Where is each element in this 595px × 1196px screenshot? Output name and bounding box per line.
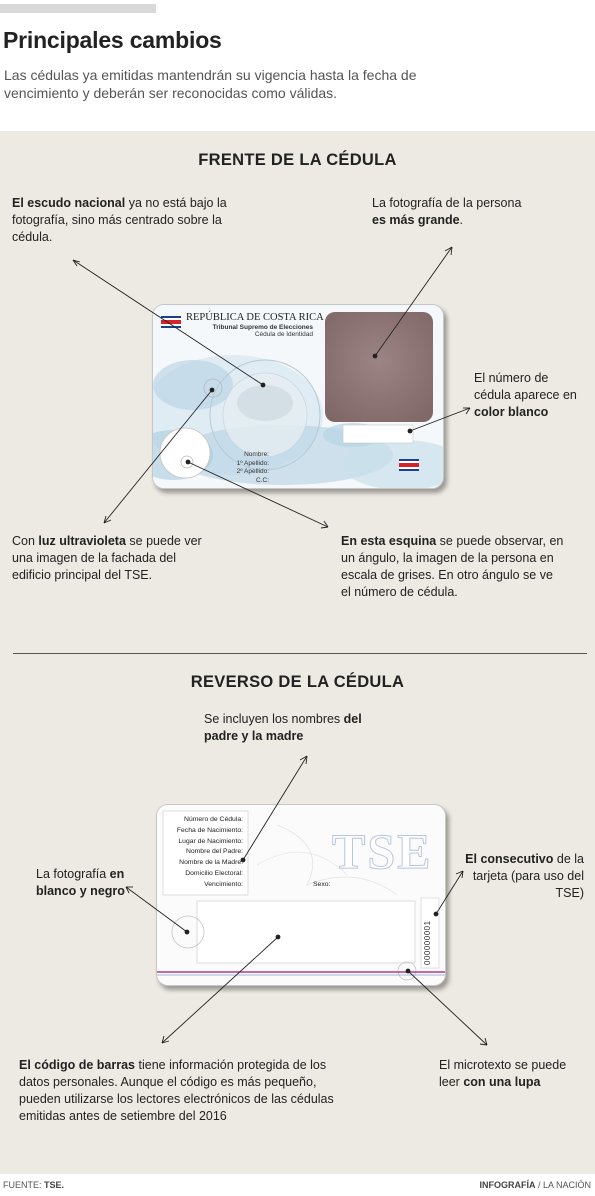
front-section-title: FRENTE DE LA CÉDULA <box>198 151 397 169</box>
note-foto-end: . <box>459 213 464 227</box>
card-field-apellido1: 1º Apellido: <box>236 459 269 467</box>
card-field-lugar-nac: Lugar de Nacimiento: <box>178 837 243 845</box>
note-foto-text: La fotografía de la persona <box>372 196 522 210</box>
note-escudo-text: ya no está bajo la fotografía, sino más … <box>12 196 227 244</box>
footer-credit-sep: / <box>535 1180 543 1190</box>
card-photo-placeholder <box>325 312 433 422</box>
footer-source: FUENTE: TSE. <box>3 1180 64 1190</box>
note-barras-bold: El código de barras <box>19 1058 136 1072</box>
card-republic-text: REPÚBLICA DE COSTA RICA <box>186 312 324 323</box>
note-micro: El microtexto se puede leer con una lupa <box>439 1057 569 1091</box>
note-barras: El código de barras tiene información pr… <box>19 1057 337 1125</box>
note-padres-text: Se incluyen los nombres <box>204 712 344 726</box>
note-barras-text: tiene información protegida de los datos… <box>19 1058 334 1123</box>
note-escudo-bold: El escudo nacional <box>12 196 126 210</box>
id-card-back: Número de Cédula: Fecha de Nacimiento: L… <box>156 804 446 986</box>
note-uv-bold: luz ultravioleta <box>38 534 126 548</box>
note-esquina: En esta esquina se puede observar, en un… <box>341 533 566 601</box>
note-numero-text: El número de cédula aparece en <box>474 371 577 402</box>
note-esquina-bold: En esta esquina <box>341 534 437 548</box>
note-consecutivo-bold: El consecutivo <box>465 852 554 866</box>
note-micro-text: El microtexto se puede leer <box>439 1058 567 1089</box>
note-foto-bn-text: La fotografía <box>36 867 110 881</box>
card-tribunal-text: Tribunal Supremo de Elecciones <box>212 324 313 331</box>
back-section-title: REVERSO DE LA CÉDULA <box>190 673 405 691</box>
card-type-text: Cédula de Identidad <box>254 331 313 338</box>
note-uv: Con luz ultravioleta se puede ver una im… <box>12 533 202 584</box>
card-field-cc: C.C: <box>256 476 269 484</box>
note-uv-end: se puede ver una imagen de la fachada de… <box>12 534 202 582</box>
card-serial-number: 000000001 <box>423 920 432 965</box>
note-foto-bold: es más grande <box>372 213 460 227</box>
note-numero: El número de cédula aparece en color bla… <box>474 370 586 421</box>
page-title: Principales cambios <box>3 27 222 53</box>
card-front-fields: Nombre: 1º Apellido: 2º Apellido: C.C: <box>193 451 269 485</box>
note-foto-bn: La fotografía en blanco y negro <box>36 866 131 900</box>
note-foto-bn-bold: en blanco y negro <box>36 867 125 898</box>
note-numero-bold: color blanco <box>474 405 549 419</box>
note-esquina-text: se puede observar, en un ángulo, la imag… <box>341 534 564 599</box>
note-escudo: El escudo nacional ya no está bajo la fo… <box>12 195 252 246</box>
card-field-sexo: Sexo: <box>313 881 331 888</box>
card-field-nombre: Nombre: <box>244 451 269 458</box>
card-field-padre: Nombre del Padre: <box>185 848 243 856</box>
note-consecutivo-text: de la tarjeta (para uso del TSE) <box>472 852 584 900</box>
card-field-numero: Número de Cédula: <box>184 816 243 823</box>
note-padres: Se incluyen los nombres del padre y la m… <box>204 711 374 745</box>
card-back-fields: Número de Cédula: Fecha de Nacimiento: L… <box>161 815 243 891</box>
id-card-front: REPÚBLICA DE COSTA RICA Tribunal Supremo… <box>152 304 444 489</box>
page-subtitle: Las cédulas ya emitidas mantendrán su vi… <box>4 67 417 101</box>
card-field-fecha-nac: Fecha de Nacimiento: <box>176 826 243 834</box>
card-field-domicilio: Domicilio Electoral: <box>185 869 243 877</box>
card-field-vencimiento: Vencimiento: <box>204 880 243 888</box>
footer-credit-bold: INFOGRAFÍA <box>479 1180 536 1190</box>
footer-credit: INFOGRAFÍA / LA NACIÓN <box>479 1180 591 1190</box>
top-decorative-bar <box>0 4 156 13</box>
note-uv-text: Con <box>12 534 39 548</box>
footer-source-value: TSE. <box>44 1180 65 1190</box>
footer-source-label: FUENTE: <box>3 1180 45 1190</box>
card-field-madre: Nombre de la Madre: <box>179 859 243 867</box>
footer-credit-rest: LA NACIÓN <box>542 1180 591 1190</box>
note-padres-bold: del padre y la madre <box>204 712 362 743</box>
section-divider <box>13 653 587 654</box>
note-consecutivo: El consecutivo de la tarjeta (para uso d… <box>462 851 584 902</box>
card-field-apellido2: 2º Apellido: <box>236 468 269 475</box>
note-foto: La fotografía de la persona es más grand… <box>372 195 532 229</box>
card-tse-watermark: TSE <box>332 823 433 880</box>
note-micro-bold: con una lupa <box>463 1075 541 1089</box>
